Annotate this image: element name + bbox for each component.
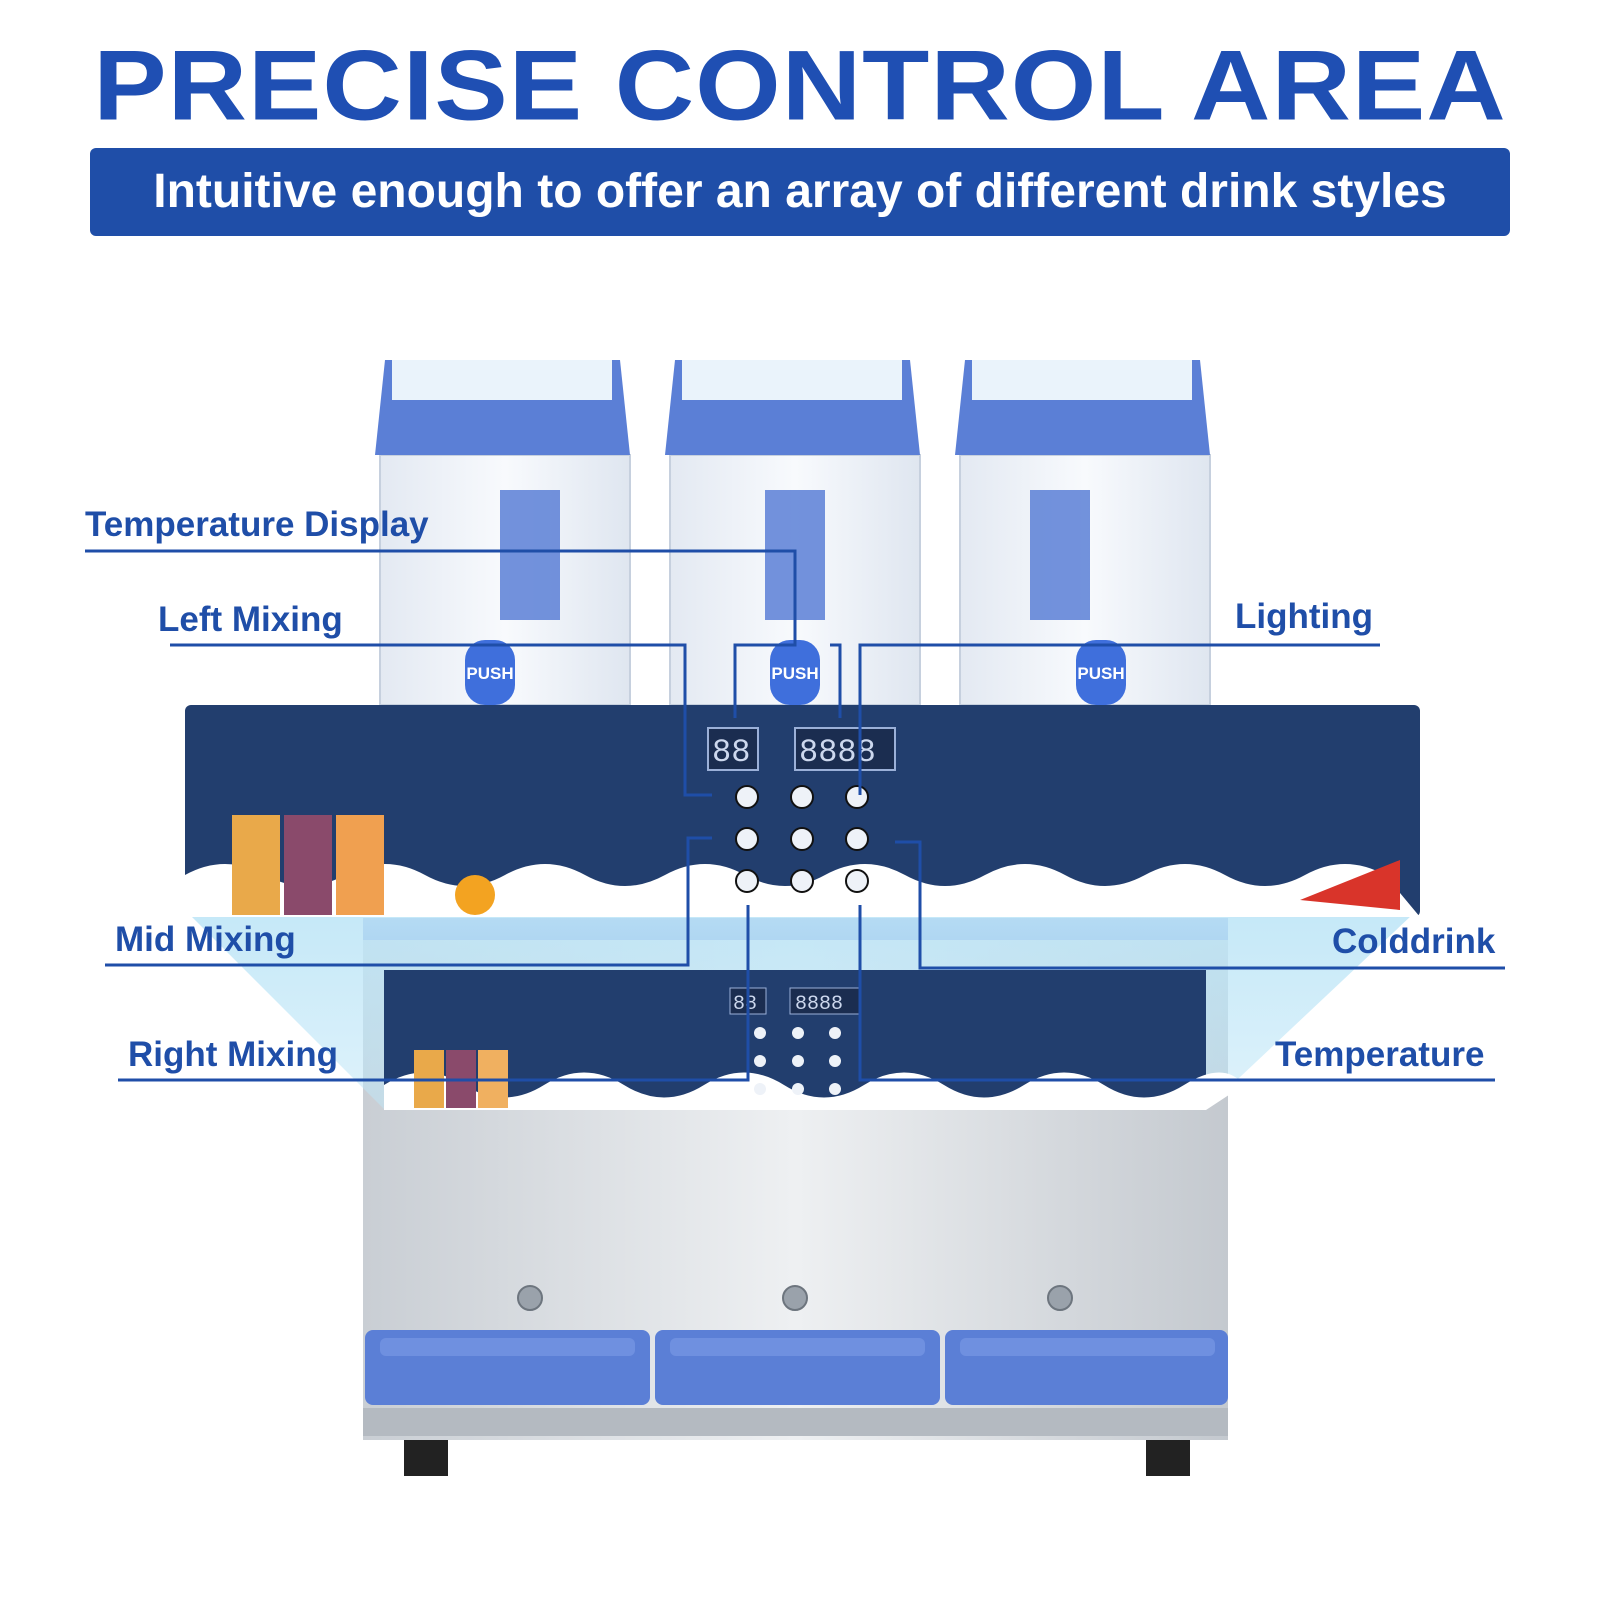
subtitle-banner: Intuitive enough to offer an array of di… [90,148,1510,236]
callout-temperature-display: Temperature Display [85,505,429,544]
lighting-button[interactable] [845,785,869,809]
drip-trays [365,1330,1228,1405]
push-label-left: PUSH [466,664,513,683]
subtract-button[interactable] [790,869,814,893]
page-title: PRECISE CONTROL AREA [93,30,1507,141]
callout-mid-mixing: Mid Mixing [115,920,296,959]
zoomed-control-panel: 88 8888 [185,705,1420,917]
leader-lighting [858,643,1380,795]
left-mixing-button[interactable] [735,785,759,809]
panel-large-display-text: 8888 [795,993,843,1016]
leader-temperature [858,905,1495,1082]
add-button[interactable] [790,827,814,851]
leader-left-mixing [170,643,712,797]
leader-right-mixing [118,905,750,1082]
temperature-display-button[interactable] [790,785,814,809]
leader-temperature-display [85,549,797,718]
cups-illustration [232,815,384,915]
large-display-text: 8888 [799,734,876,771]
panel-small-display-text: 88 [733,993,757,1016]
machine-control-panel: 88 8888 [384,970,1244,1110]
leader-temp-display-right [830,643,842,718]
leader-mid-mixing [105,836,712,967]
colddrink-button[interactable] [845,827,869,851]
mid-mixing-button[interactable] [735,827,759,851]
small-display-text: 88 [712,734,750,771]
callout-left-mixing: Left Mixing [158,600,343,639]
push-buttons: PUSH PUSH PUSH [465,640,1126,705]
push-label-right: PUSH [1077,664,1124,683]
right-mixing-button[interactable] [735,869,759,893]
callout-right-mixing: Right Mixing [128,1035,338,1074]
callout-colddrink: Colddrink [1332,922,1496,961]
leader-colddrink [895,840,1505,970]
push-label-middle: PUSH [771,664,818,683]
temperature-button[interactable] [845,869,869,893]
callout-temperature: Temperature [1275,1035,1485,1074]
control-button-grid [735,785,885,905]
callout-lighting: Lighting [1235,597,1374,636]
dispense-lever-knobs [517,1285,1073,1311]
